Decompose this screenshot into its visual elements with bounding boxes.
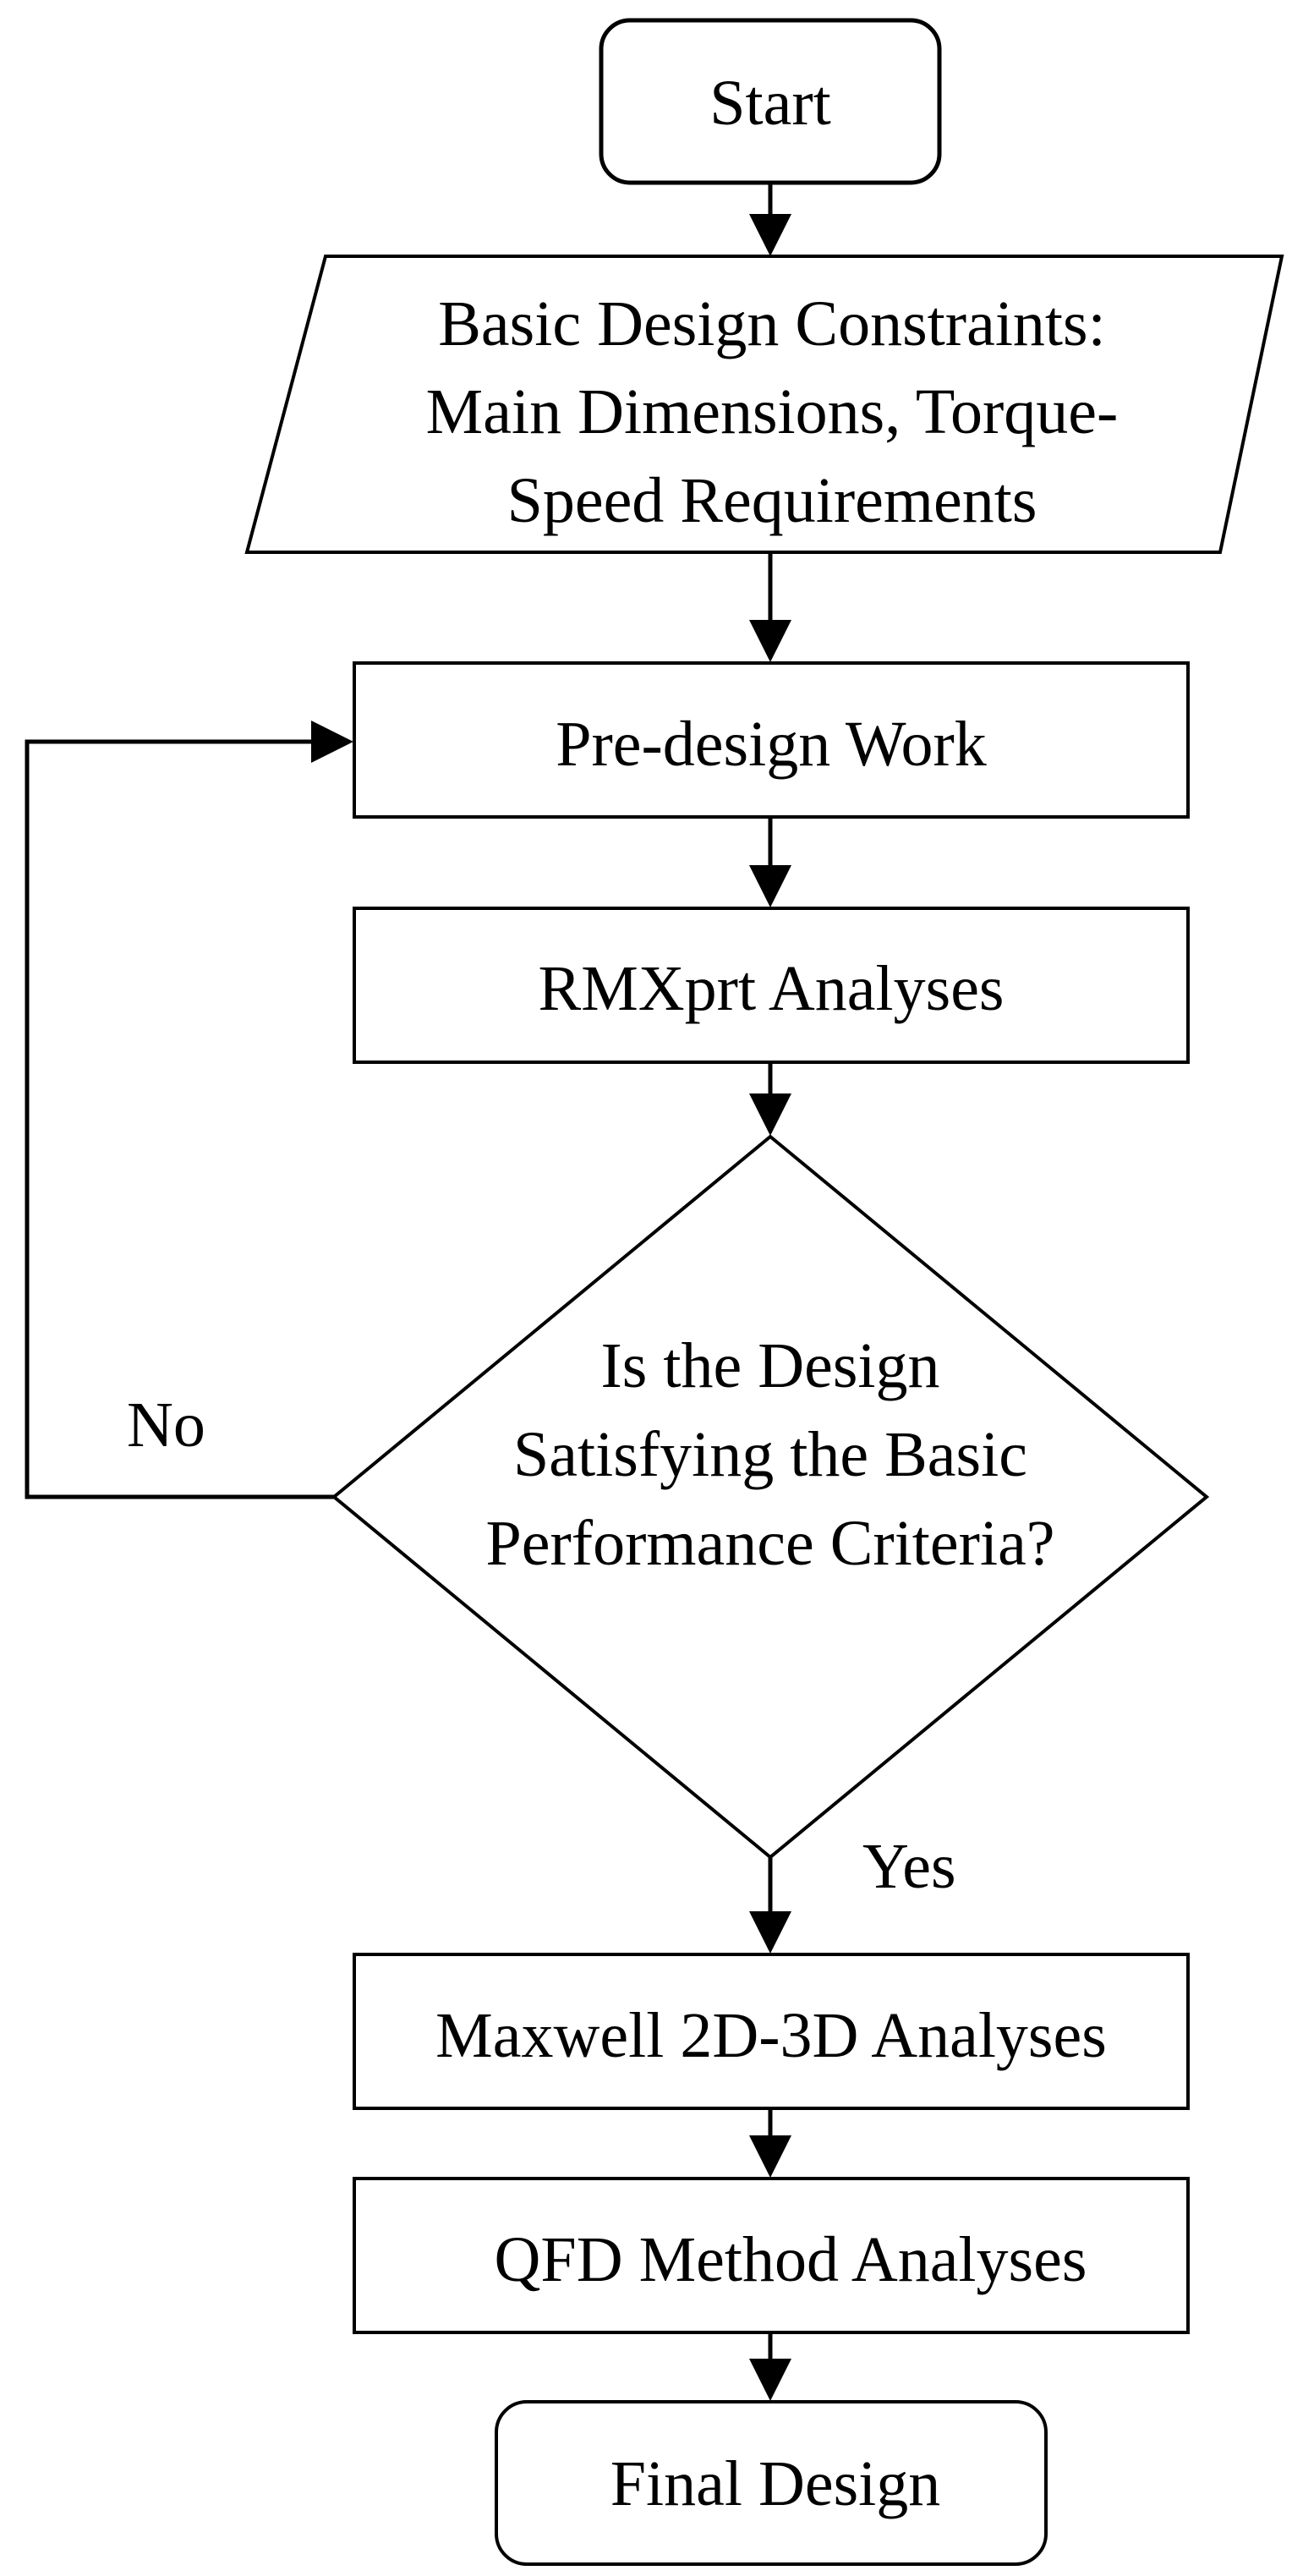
final-label: Final Design <box>610 2448 941 2519</box>
constraints-line-2: Main Dimensions, Torque- <box>426 376 1119 447</box>
rmxprt-label: RMXprt Analyses <box>539 953 1005 1024</box>
rmxprt-node <box>353 907 1190 1064</box>
qfd-label: QFD Method Analyses <box>495 2224 1087 2295</box>
final-node <box>495 2400 1048 2566</box>
constraints-line-1: Basic Design Constraints: <box>438 288 1106 359</box>
predesign-node <box>353 661 1190 819</box>
no-label: No <box>127 1389 205 1461</box>
decision-line-3: Performance Criteria? <box>485 1508 1054 1579</box>
decision-node <box>331 1134 1210 1860</box>
decision-line-1: Is the Design <box>600 1330 939 1401</box>
decision-line-2: Satisfying the Basic <box>513 1419 1027 1490</box>
maxwell-label: Maxwell 2D-3D Analyses <box>435 2000 1107 2071</box>
predesign-label: Pre-design Work <box>556 709 987 780</box>
constraints-node <box>244 255 1284 554</box>
start-label: Start <box>709 68 831 139</box>
yes-label: Yes <box>862 1831 956 1902</box>
constraints-line-3: Speed Requirements <box>507 465 1037 536</box>
maxwell-node <box>353 1953 1190 2110</box>
no-loop-path <box>25 721 353 1499</box>
